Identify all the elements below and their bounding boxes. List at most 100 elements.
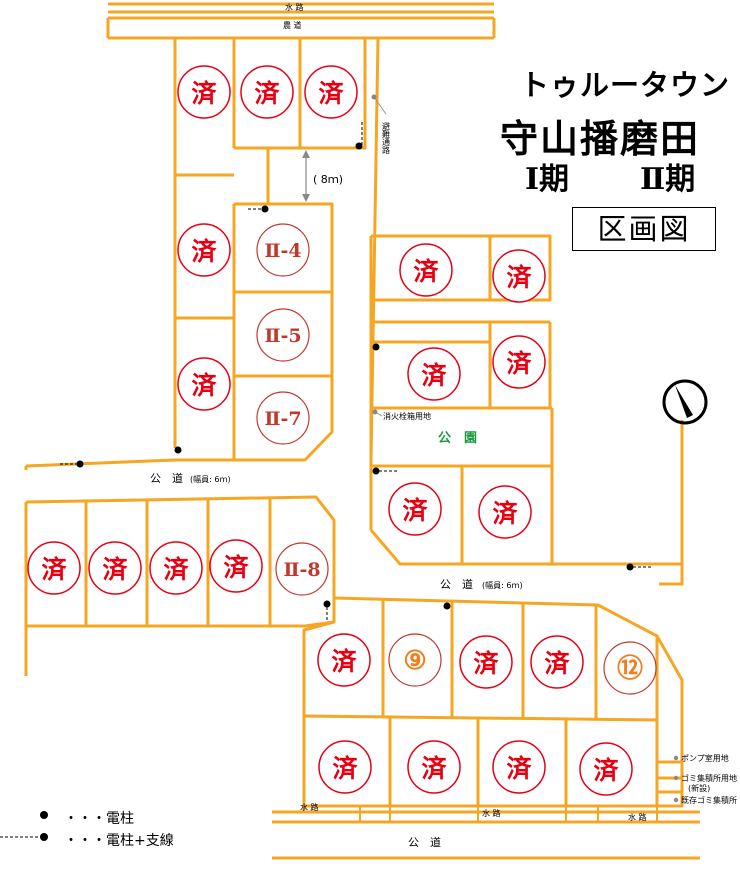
lower-right-block bbox=[302, 596, 684, 810]
evacuation-route-label: 避難通路 bbox=[371, 94, 391, 154]
park-label: 公 園 bbox=[438, 430, 477, 446]
sold-lot-marker bbox=[27, 541, 81, 595]
garbage-new-label: ゴミ集積所用地 bbox=[681, 773, 737, 783]
available-lot-label: Ⅱ-5 bbox=[264, 325, 301, 347]
garbage-existing-label: 既存ゴミ集積所 bbox=[681, 795, 737, 805]
sold-lot-marker bbox=[492, 740, 546, 794]
sold-lot-label: 済 bbox=[421, 361, 447, 390]
sold-lot-marker bbox=[579, 742, 633, 796]
public-road-left-label: 公 道 bbox=[150, 471, 183, 485]
sold-lot-label: 済 bbox=[102, 555, 128, 584]
utility-poles bbox=[60, 122, 652, 622]
sold-lot-marker bbox=[492, 335, 546, 389]
sold-lot-marker bbox=[407, 347, 461, 401]
sold-lot-label: 済 bbox=[506, 754, 532, 783]
bottom-roads bbox=[272, 806, 700, 860]
sold-lot-label: 済 bbox=[191, 371, 217, 400]
pole-dot-icon bbox=[443, 602, 451, 610]
garbage-new-note: (新設) bbox=[688, 783, 710, 793]
sold-lot-marker bbox=[88, 541, 142, 595]
sold-lot-marker bbox=[530, 635, 584, 689]
sold-lot-label: 済 bbox=[544, 649, 570, 678]
legend-pole-guy-label: ・・・電柱+支線 bbox=[64, 833, 174, 849]
phase-2-label: Ⅱ期 bbox=[640, 162, 696, 197]
right-upper-block bbox=[369, 234, 554, 566]
available-lot-marker[interactable] bbox=[603, 641, 657, 695]
sold-lot-marker bbox=[177, 357, 231, 411]
available-lot-marker[interactable] bbox=[256, 223, 310, 277]
legend-pole-label: ・・・電柱 bbox=[64, 811, 134, 827]
sold-lot-label: 済 bbox=[191, 79, 217, 108]
location-name: 守山播磨田 bbox=[500, 117, 701, 161]
phase-1-label: Ⅰ期 bbox=[525, 162, 570, 197]
available-lot-label: Ⅱ-7 bbox=[264, 408, 301, 430]
north-arrow-icon bbox=[662, 379, 708, 425]
sold-lot-marker bbox=[240, 65, 294, 119]
left-upper-block bbox=[173, 36, 367, 462]
top-waterway-label: 水 路 bbox=[285, 2, 304, 12]
top-roads bbox=[106, 2, 496, 40]
sold-lot-label: 済 bbox=[254, 79, 280, 108]
sold-lot-label: 済 bbox=[332, 754, 358, 783]
sold-lot-label: 済 bbox=[593, 756, 619, 785]
waterway-left-label: 水 路 bbox=[300, 802, 319, 812]
sold-lot-label: 済 bbox=[163, 555, 189, 584]
sold-lot-marker bbox=[317, 633, 371, 687]
available-lot-marker[interactable] bbox=[256, 308, 310, 362]
sold-lot-marker bbox=[459, 635, 513, 689]
available-lot-marker[interactable] bbox=[388, 633, 442, 687]
fire-hydrant-label: 消火栓箱用地 bbox=[383, 411, 431, 421]
sold-lot-marker bbox=[304, 65, 358, 119]
fire-hydrant: 消火栓箱用地 bbox=[372, 409, 431, 421]
sold-lot-label: 済 bbox=[191, 237, 217, 266]
available-lot-marker[interactable] bbox=[256, 391, 310, 445]
sold-lot-marker bbox=[492, 249, 546, 303]
farm-road-label: 農 道 bbox=[283, 20, 302, 30]
sold-lot-label: 済 bbox=[473, 649, 499, 678]
sold-lot-label: 済 bbox=[318, 79, 344, 108]
evacuation-route-text: 避難通路 bbox=[382, 121, 391, 154]
pole-dot-icon bbox=[261, 205, 269, 213]
waterway-right-label: 水 路 bbox=[628, 812, 647, 822]
public-road-left-width: (幅員: 6ｍ) bbox=[190, 474, 231, 484]
sold-lot-marker bbox=[478, 485, 532, 539]
facility-labels: ポンプ室用地 ゴミ集積所用地 (新設) 既存ゴミ集積所 bbox=[673, 753, 737, 805]
pole-dot-icon bbox=[355, 142, 363, 150]
bottom-road-label: 公 道 bbox=[408, 835, 441, 849]
sold-lot-marker bbox=[388, 482, 442, 536]
sold-lot-marker bbox=[149, 541, 203, 595]
waterway-mid-label: 水 路 bbox=[482, 808, 501, 818]
sold-lot-label: 済 bbox=[223, 553, 249, 582]
pole-dot-icon bbox=[626, 563, 634, 571]
sold-lot-marker bbox=[177, 65, 231, 119]
sold-lot-marker bbox=[318, 740, 372, 794]
sold-lot-marker bbox=[209, 539, 263, 593]
pole-dot-icon bbox=[174, 446, 182, 454]
sold-lot-marker bbox=[399, 243, 453, 297]
public-road-right-width: (幅員: 6ｍ) bbox=[482, 580, 523, 590]
available-lot-label: Ⅱ-8 bbox=[283, 559, 320, 581]
pole-dot-icon bbox=[76, 460, 84, 468]
distance-label: ( 8ｍ) bbox=[313, 173, 343, 186]
distance-arrow bbox=[302, 150, 310, 202]
sold-lot-label: 済 bbox=[413, 257, 439, 286]
sold-lot-label: 済 bbox=[402, 496, 428, 525]
sold-lot-label: 済 bbox=[41, 555, 67, 584]
development-name: トゥルータウン bbox=[520, 68, 731, 102]
sold-lot-marker bbox=[177, 223, 231, 277]
available-lot-label: Ⅱ-4 bbox=[264, 240, 301, 262]
pole-dot-icon bbox=[372, 343, 380, 351]
sold-lot-label: 済 bbox=[331, 647, 357, 676]
available-lot-marker[interactable] bbox=[275, 542, 329, 596]
sold-lot-marker bbox=[407, 740, 461, 794]
sold-lot-label: 済 bbox=[506, 263, 532, 292]
pump-label: ポンプ室用地 bbox=[681, 753, 729, 763]
pole-dot-icon bbox=[372, 467, 380, 475]
available-lot-label: ⑫ bbox=[617, 653, 643, 684]
public-road-right-label: 公 道 bbox=[440, 577, 473, 591]
sold-lot-label: 済 bbox=[506, 349, 532, 378]
available-lot-label: ⑨ bbox=[403, 646, 426, 676]
plot-plan-label: 区画図 bbox=[572, 207, 716, 251]
